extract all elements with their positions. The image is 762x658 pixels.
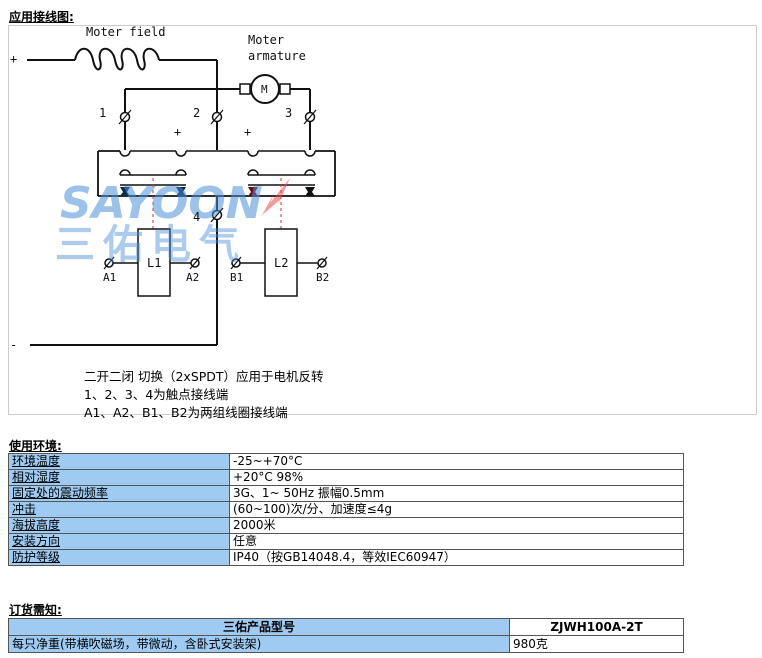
env-value: 任意: [229, 533, 684, 550]
wiring-diagram-frame: [8, 25, 757, 415]
wiring-section-title: 应用接线图:: [9, 10, 74, 24]
motor-symbol: [250, 74, 280, 104]
minus-label: -: [10, 338, 17, 352]
env-value: -25~+70°C: [229, 453, 684, 470]
weight-key: 每只净重(带横吹磁场，带微动，含卧式安装架): [8, 635, 510, 653]
a1-label: A1: [103, 271, 116, 284]
motor-label: M: [261, 83, 268, 96]
field-coil: [74, 47, 160, 71]
terminal-3-label: 3: [285, 106, 292, 120]
table-row: 环境温度-25~+70°C: [8, 453, 684, 470]
armature-label-2: armature: [248, 49, 306, 63]
watermark-brand: SAYOON: [60, 178, 263, 229]
watermark-cn: 三佑电气: [55, 222, 247, 268]
table-row: 冲击(60~100)次/分、加速度≤4g: [8, 501, 684, 518]
watermark-bolt: [262, 178, 290, 215]
terminal-2-label: 2: [193, 106, 200, 120]
table-row: 相对湿度+20°C 98%: [8, 469, 684, 486]
table-row: 每只净重(带横吹磁场，带微动，含卧式安装架) 980克: [8, 635, 684, 653]
a2-label: A2: [186, 271, 199, 284]
order-section-title: 订货需知:: [9, 603, 62, 617]
coil-l2-label: L2: [274, 256, 288, 270]
caption-line-3: A1、A2、B1、B2为两组线圈接线端: [84, 405, 288, 420]
plus-b-label: +: [244, 125, 251, 139]
table-header-row: 三佑产品型号 ZJWH100A-2T: [8, 618, 684, 636]
env-value: 3G、1~ 50Hz 振幅0.5mm: [229, 485, 684, 502]
order-table: 三佑产品型号 ZJWH100A-2T 每只净重(带横吹磁场，带微动，含卧式安装架…: [8, 618, 684, 653]
caption-line-2: 1、2、3、4为触点接线端: [84, 387, 229, 402]
env-key: 冲击: [8, 501, 230, 518]
plus-a-label: +: [174, 125, 181, 139]
model-header-key: 三佑产品型号: [8, 618, 510, 636]
plus-label: +: [10, 52, 17, 66]
env-key: 安装方向: [8, 533, 230, 550]
env-value: (60~100)次/分、加速度≤4g: [229, 501, 684, 518]
env-value: 2000米: [229, 517, 684, 534]
b2-label: B2: [316, 271, 329, 284]
armature-label-1: Moter: [248, 33, 284, 47]
env-key: 相对湿度: [8, 469, 230, 486]
model-header-value: ZJWH100A-2T: [509, 618, 684, 636]
coil-l1-label: L1: [147, 256, 161, 270]
weight-value: 980克: [509, 635, 684, 653]
environment-section-title: 使用环境:: [9, 439, 62, 453]
wiring-diagram: SAYOON 三佑电气 + - Moter field Moter armatu…: [10, 25, 336, 352]
b1-label: B1: [230, 271, 243, 284]
caption-line-1: 二开二闭 切换（2xSPDT）应用于电机反转: [84, 369, 324, 384]
env-key: 海拔高度: [8, 517, 230, 534]
env-key: 防护等级: [8, 549, 230, 566]
env-value: IP40（按GB14048.4，等效IEC60947）: [229, 549, 684, 566]
terminal-1-label: 1: [99, 106, 106, 120]
env-value: +20°C 98%: [229, 469, 684, 486]
env-key: 环境温度: [8, 453, 230, 470]
table-row: 安装方向任意: [8, 533, 684, 550]
terminal-4-label: 4: [193, 210, 200, 224]
env-key: 固定处的震动频率: [8, 485, 230, 502]
field-label: Moter field: [86, 25, 165, 39]
